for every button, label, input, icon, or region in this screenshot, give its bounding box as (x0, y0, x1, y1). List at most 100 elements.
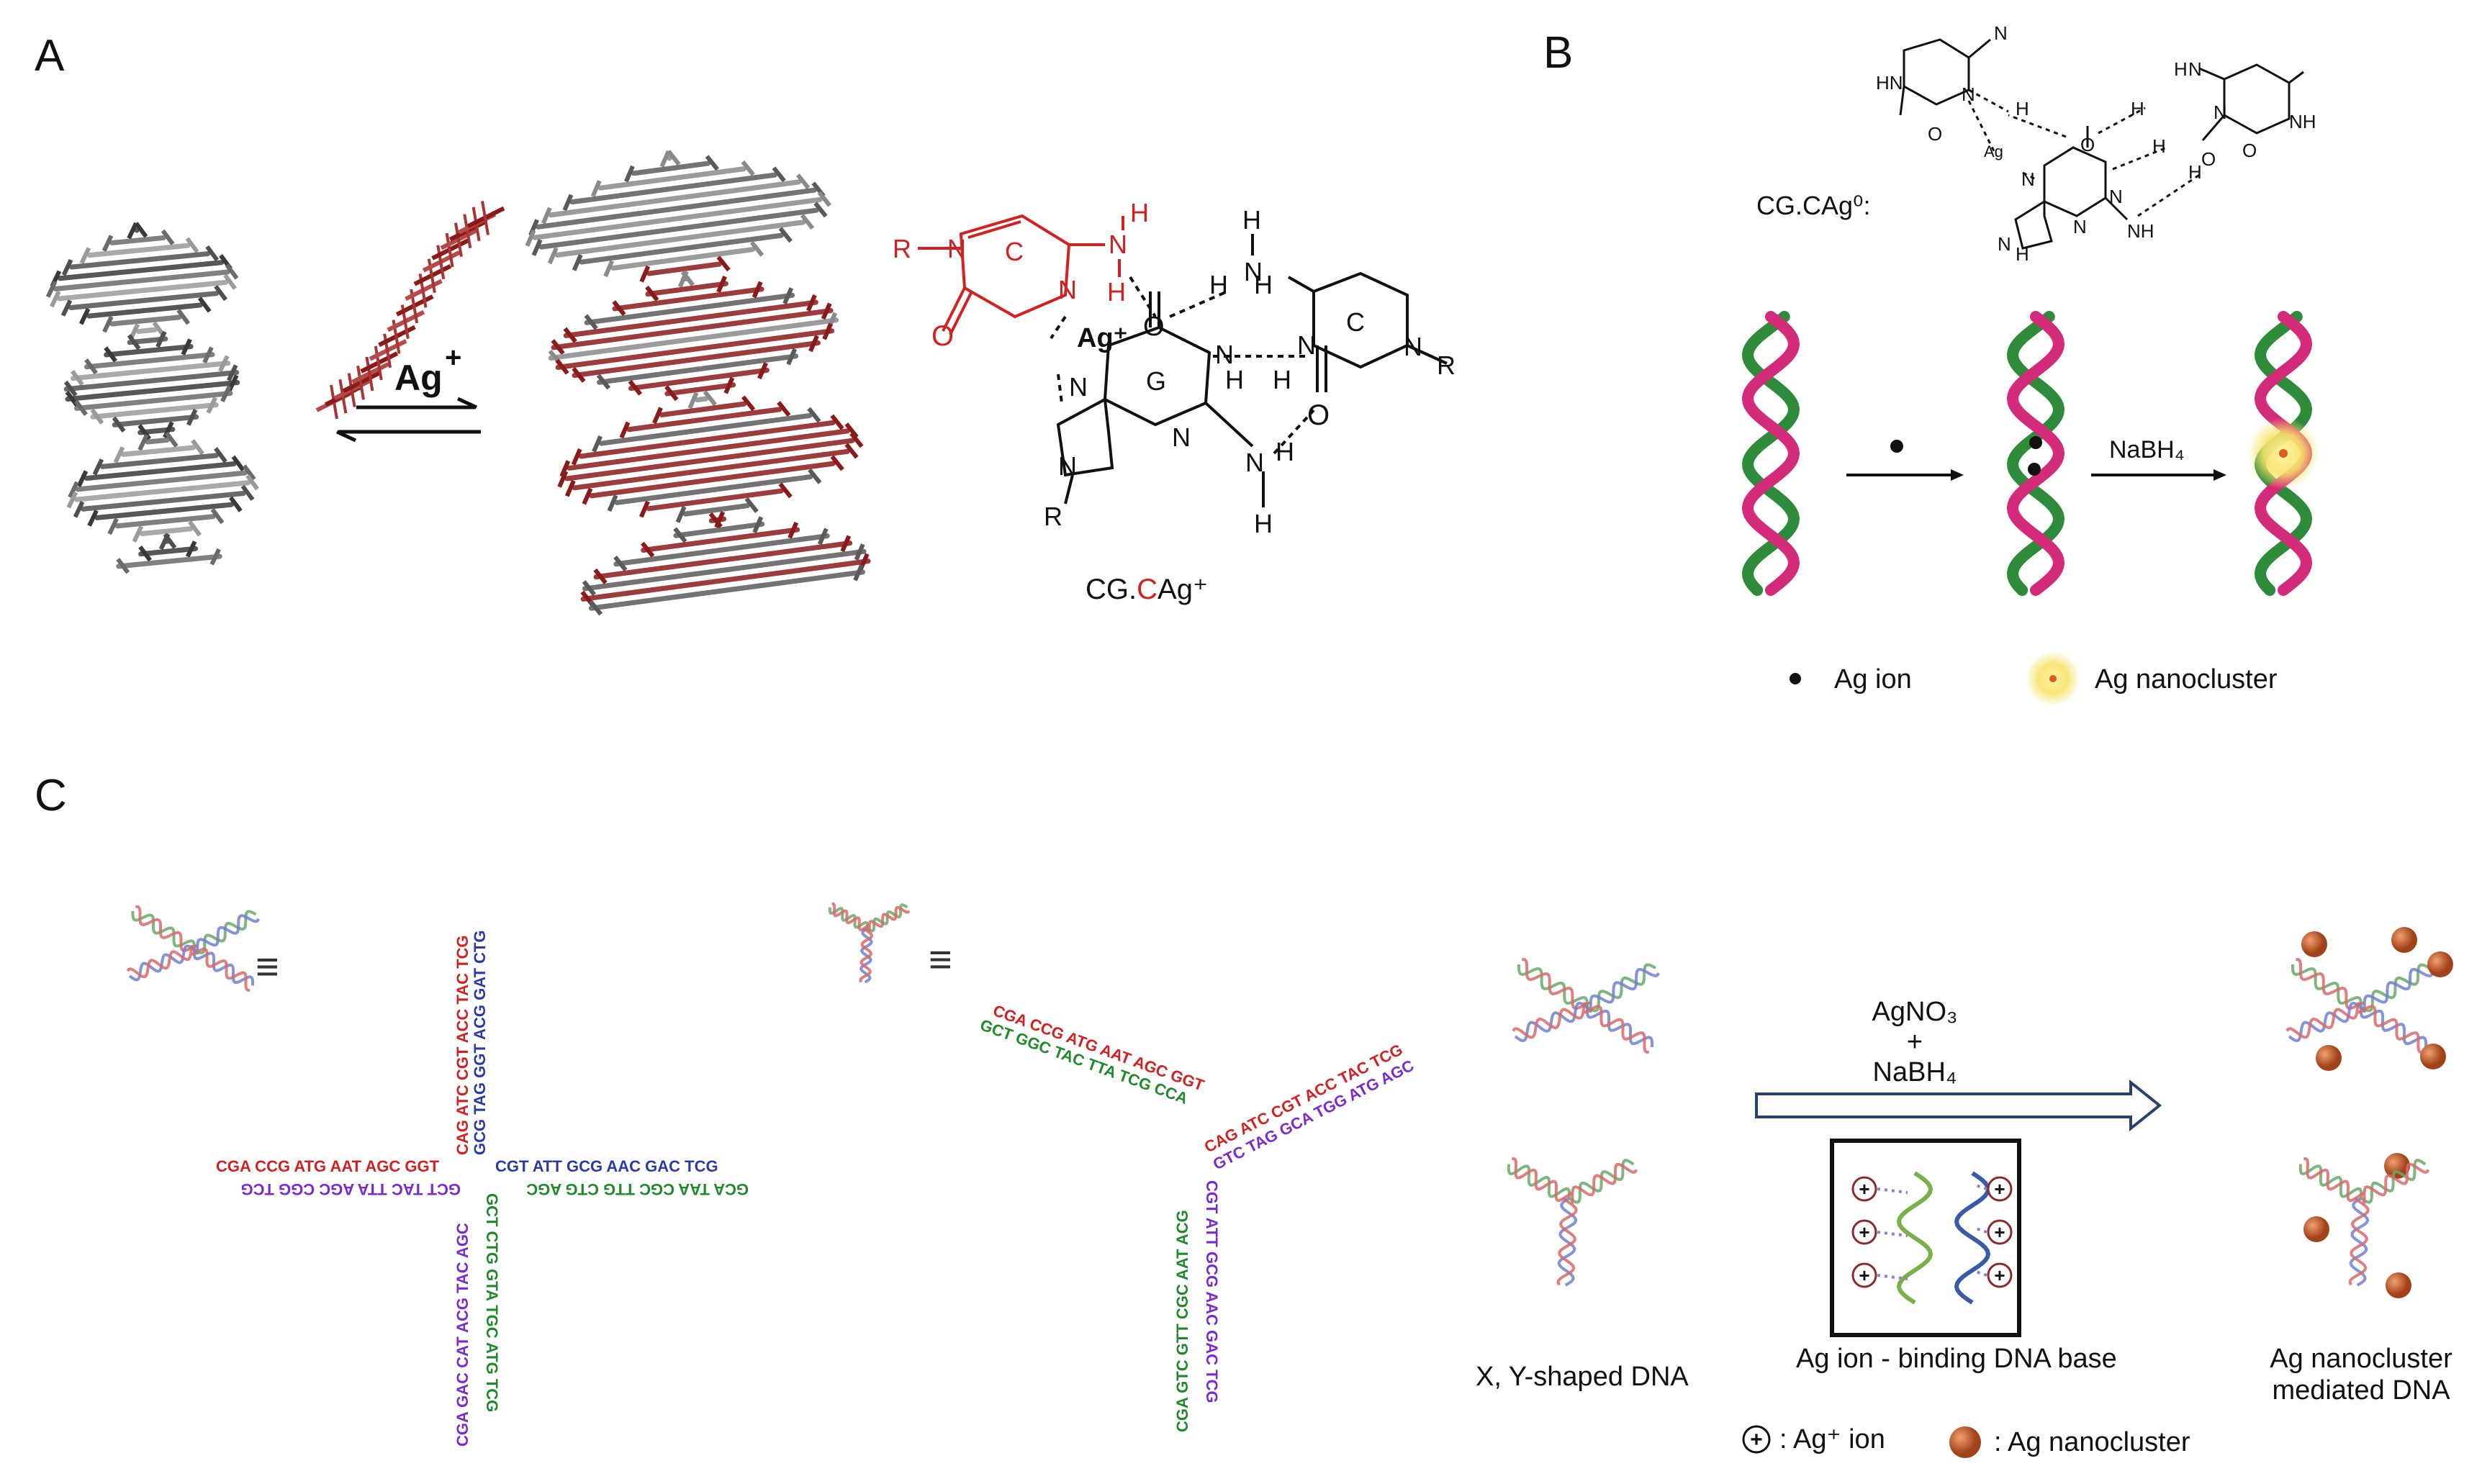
svg-text:O: O (1307, 399, 1330, 431)
svg-text:H: H (2016, 98, 2029, 119)
cg-cag-atoms: R N C N O N H H Ag⁺ O N G N H N N R H H … (893, 198, 1456, 538)
svg-text:R: R (1044, 502, 1062, 531)
dna-complex-red-gray (525, 150, 871, 616)
svg-text:N: N (1172, 422, 1191, 452)
ag-nanocluster-ball (2391, 927, 2417, 953)
y-right-red: CAG ATC CGT ACC TAC TCG (1201, 1040, 1406, 1156)
svg-text:O: O (2242, 140, 2257, 161)
guanine-ring-letter: G (1146, 366, 1166, 396)
b-dna-helix-2 (2006, 311, 2065, 596)
svg-text:N: N (1962, 83, 1975, 105)
ag-ion-dot (1890, 440, 1903, 453)
y-right-purple: GTC TAG GCA TGG ATG AGC (1210, 1057, 1417, 1174)
svg-text:H: H (2188, 161, 2202, 183)
panel-c-label: C (35, 771, 67, 820)
x-bottom-purple: CGA GAC CAT ACG TAC AGC (453, 1223, 471, 1447)
svg-text:+: + (1859, 1221, 1869, 1243)
x-right-green: GCA TAA CGC TTG CTG AGC (526, 1180, 749, 1198)
x-bottom-green: GCT CTG GTA TGC ATG TCG (483, 1193, 501, 1412)
legend-cluster-label: Ag nanocluster (2095, 664, 2278, 695)
svg-text:N: N (2188, 58, 2202, 80)
svg-text:N: N (1069, 372, 1088, 402)
metal-ag-label: Ag⁺ (1077, 323, 1128, 353)
x-equiv-sign: ≡ (256, 944, 279, 989)
ag-nanocluster-ball (2301, 931, 2327, 957)
svg-text:+: + (1859, 1264, 1869, 1286)
svg-text:N: N (1109, 230, 1127, 259)
svg-text:O: O (931, 320, 954, 352)
svg-text:O: O (1143, 312, 1165, 342)
svg-text:O: O (2201, 148, 2216, 170)
svg-text:H: H (2016, 243, 2029, 265)
bound-ag-ion-2 (2028, 463, 2041, 476)
legend-ag-ion-symbol (1742, 1425, 1771, 1454)
svg-text:N: N (1994, 22, 2008, 44)
svg-text:O: O (1928, 123, 1942, 145)
svg-text:+: + (1994, 1264, 2005, 1286)
ag-ion-charge: + (445, 342, 461, 374)
dna-helix-gray (45, 222, 259, 574)
ag-nanocluster-ball (2303, 1216, 2329, 1242)
x-left-purple: GCT TAC TTA AGC CGG TCG (240, 1180, 461, 1198)
equilibrium-arrows (335, 397, 481, 443)
ag-nanocluster-ball (2427, 951, 2453, 977)
legend-nanocluster-ball (1949, 1426, 1981, 1458)
svg-text:N: N (1404, 332, 1422, 361)
svg-text:H: H (1242, 205, 1261, 235)
dna-strand-red (315, 201, 505, 420)
reagent-plus: + (1907, 1027, 1923, 1057)
svg-text:+: + (1750, 1428, 1763, 1452)
svg-text:H: H (2152, 135, 2166, 157)
svg-text:H: H (1254, 270, 1273, 299)
svg-text:N: N (1058, 451, 1077, 481)
x-right-blue: CGT ATT GCG AAC GAC TCG (495, 1157, 718, 1175)
svg-text:N: N (1245, 448, 1264, 477)
y-stem-purple: CGT ATT GCG AAC GAC TCG (1203, 1180, 1221, 1403)
svg-text:H: H (1276, 437, 1294, 466)
y-junction-sequences: CGA CCG ATG AAT AGC GGT GCT GGC TAC TTA … (978, 1001, 1417, 1432)
svg-text:N: N (2073, 216, 2087, 237)
svg-text:H: H (2174, 58, 2188, 80)
caption-ion-binding: Ag ion - binding DNA base (1796, 1344, 2117, 1374)
cg-cag-structure (918, 214, 1448, 507)
cg-cag0-structure (1899, 38, 2304, 250)
svg-text:Ag: Ag (1984, 142, 2003, 160)
ag-nanocluster-ball (2316, 1045, 2342, 1071)
binding-inset-content: ++++++ (1851, 1171, 2013, 1305)
ag-nanocluster-ball (2384, 1153, 2410, 1179)
svg-text:NH: NH (2127, 220, 2154, 242)
y-stem-green: CGA GTC GTT CGC AAT ACG (1173, 1210, 1191, 1432)
svg-text:H: H (2131, 98, 2144, 119)
x-top-blue: GCG TAG GGT ACG GAT CTG (471, 931, 489, 1155)
svg-text:N: N (1998, 233, 2011, 255)
svg-text:+: + (1859, 1178, 1869, 1200)
svg-text:H: H (1130, 198, 1149, 227)
caption-result-1: Ag nanocluster (2270, 1344, 2452, 1374)
reagent-nabh4: NaBH₄ (1873, 1057, 1957, 1087)
svg-text:N: N (2214, 101, 2227, 123)
y-dna-after (2298, 1157, 2430, 1287)
cg-cag0-atoms: HN O N N H Ag O N N H H H N H N NH H N N… (1876, 22, 2316, 265)
svg-text:O: O (2080, 134, 2095, 155)
x-dna-before (1512, 958, 1660, 1054)
svg-text:H: H (1225, 365, 1244, 394)
ag-nanocluster-ball (2420, 1044, 2446, 1069)
legend-ion-label: Ag ion (1834, 664, 1912, 695)
svg-text:R: R (1437, 350, 1456, 380)
svg-text:N: N (2021, 168, 2035, 190)
svg-text:H: H (1209, 270, 1228, 299)
y-dna-icon (828, 902, 911, 984)
svg-text:N: N (1215, 340, 1234, 369)
bound-ag-ion-1 (2029, 436, 2042, 449)
caption-result-2: mediated DNA (2272, 1375, 2450, 1406)
svg-text:R: R (893, 234, 911, 263)
svg-text:N: N (1244, 257, 1263, 286)
x-dna-after (2285, 927, 2453, 1298)
panel-a-caption: CG.CAg⁺ (1086, 574, 1208, 605)
svg-text:N: N (2109, 186, 2123, 207)
svg-text:+: + (1994, 1221, 2005, 1243)
svg-text:N: N (947, 234, 966, 263)
x-left-red: CGA CCG ATG AAT AGC GGT (216, 1157, 440, 1175)
reagent-agno3: AgNO₃ (1872, 997, 1958, 1027)
